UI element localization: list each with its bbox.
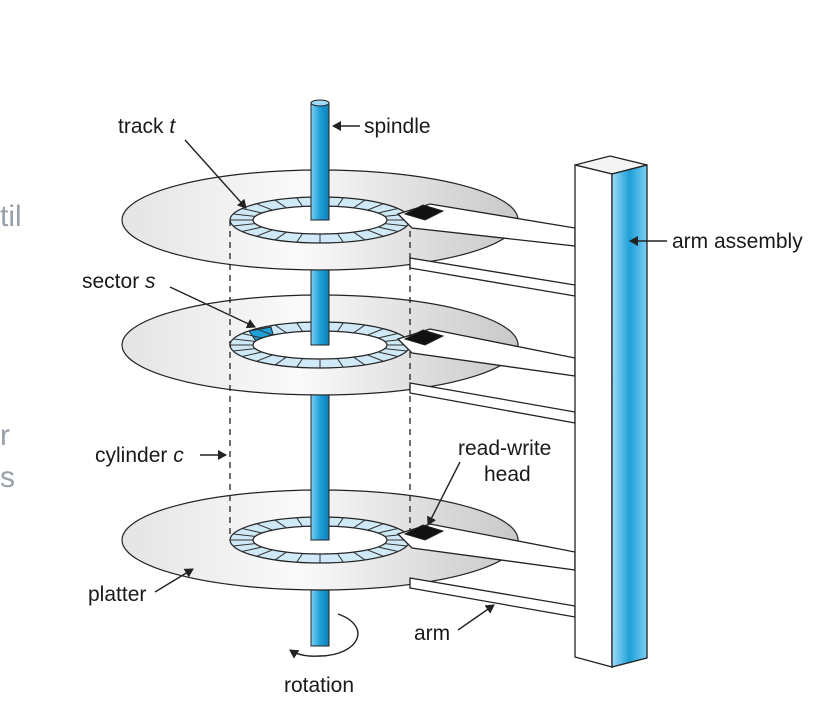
sector-divider [384, 348, 407, 352]
sector-divider [377, 226, 399, 232]
leader-track [184, 139, 247, 209]
arm-assembly [574, 155, 648, 668]
label-read-write-line1: read-write [458, 437, 551, 460]
sector-divider [367, 523, 384, 531]
sector-divider [274, 324, 287, 334]
sector-divider [353, 551, 366, 561]
sector-divider [367, 229, 384, 237]
cylinder-outline [229, 220, 411, 540]
label-spindle: spindle [364, 115, 431, 138]
sector-divider [241, 528, 263, 534]
sector-divider [256, 203, 273, 211]
sector-divider [377, 333, 399, 339]
sector-divider [233, 543, 256, 547]
sector-divider [233, 533, 256, 537]
spindle-mid-2 [310, 394, 330, 541]
sector-divider [377, 351, 399, 357]
sector-divider [233, 223, 256, 227]
sector-divider [367, 203, 384, 211]
leader-platter [154, 568, 194, 593]
sector-divider [336, 517, 344, 527]
edge-text-fragment-2: r [0, 419, 10, 452]
sector-divider [233, 338, 256, 342]
read-write-heads [403, 204, 445, 541]
sector-divider [296, 358, 304, 368]
sector-divider [296, 322, 304, 332]
sector-divider [241, 208, 263, 214]
sector-divider [241, 546, 263, 552]
sector-divider [377, 528, 399, 534]
sector-divider [296, 233, 304, 243]
sector-divider [296, 553, 304, 563]
sector-divider [367, 328, 384, 336]
spindle-mid-1 [310, 269, 330, 346]
sector-divider [256, 354, 273, 362]
sector-divider [296, 197, 304, 207]
sector-divider [233, 348, 256, 352]
sector-divider [256, 229, 273, 237]
sector-divider [336, 358, 344, 368]
sector-divider [377, 546, 399, 552]
sector-divider [274, 519, 287, 529]
sector-divider [353, 231, 366, 241]
sector-divider [241, 333, 263, 339]
edge-text-fragment-3: s [0, 461, 15, 494]
sector-divider [367, 549, 384, 557]
sector-divider [367, 354, 384, 362]
sector-divider [377, 208, 399, 214]
sector-divider [336, 233, 344, 243]
sector-divider [353, 519, 366, 529]
sector-divider [384, 543, 407, 547]
sector-divider [353, 324, 366, 334]
leader-arm [457, 604, 495, 631]
label-read-write-line2: head [484, 463, 531, 486]
sector-divider [353, 199, 366, 209]
sector-divider [336, 197, 344, 207]
label-platter: platter [88, 583, 146, 606]
rotation-arrow [289, 613, 359, 659]
sector-divider [241, 226, 263, 232]
spindle-bottom [310, 589, 330, 647]
spindle-top [310, 102, 330, 221]
sector-divider [336, 322, 344, 332]
sector-divider [233, 213, 256, 217]
sector-divider [256, 328, 273, 336]
label-arm-assembly: arm assembly [672, 230, 803, 253]
sector-divider [336, 553, 344, 563]
sector-divider [353, 356, 366, 366]
sector-divider [256, 523, 273, 531]
label-cylinder: cylinder c [95, 444, 184, 467]
sector-divider [384, 223, 407, 227]
label-sector: sector s [82, 270, 156, 293]
sector-divider [274, 199, 287, 209]
label-arm: arm [414, 622, 450, 645]
leader-sector [169, 286, 256, 329]
arms [396, 203, 576, 618]
sector-divider [256, 549, 273, 557]
sector-divider [274, 551, 287, 561]
sector-divider [274, 231, 287, 241]
edge-text-fragment-1: til [0, 200, 22, 233]
label-rotation: rotation [284, 674, 354, 697]
sector-divider [274, 356, 287, 366]
label-track: track t [118, 115, 176, 138]
leader-read-write [427, 461, 461, 526]
sector-divider [241, 351, 263, 357]
sector-divider [296, 517, 304, 527]
